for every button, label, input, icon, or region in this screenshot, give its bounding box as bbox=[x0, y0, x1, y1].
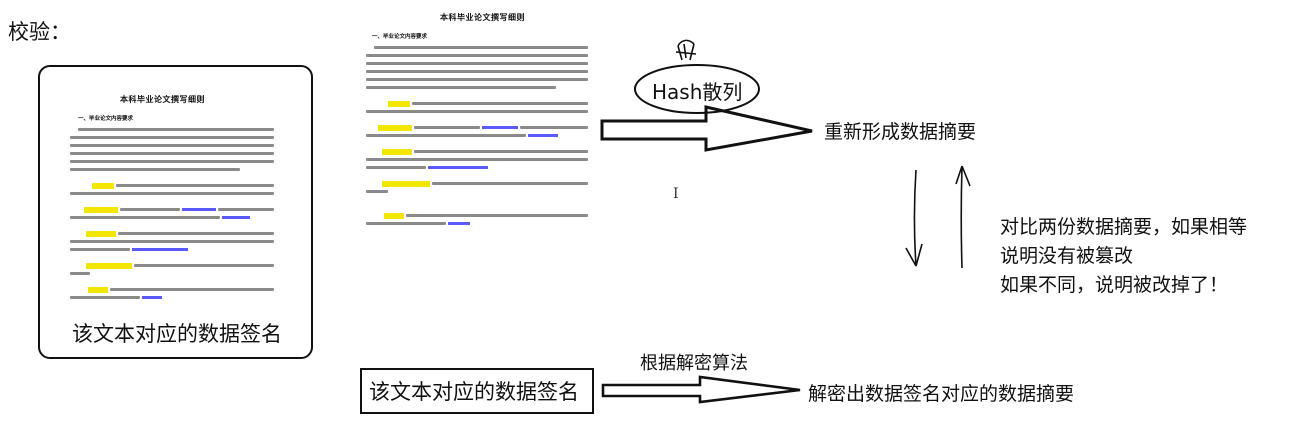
link-mark bbox=[222, 216, 250, 219]
comparison-line-1: 对比两份数据摘要，如果相等 bbox=[1000, 216, 1248, 238]
document-thumbnail-left: 本科毕业论文撰写细则 一、毕业论文内容要求 bbox=[62, 90, 292, 312]
decrypt-arrow bbox=[601, 375, 801, 404]
text-line bbox=[70, 168, 240, 171]
highlight-mark bbox=[378, 125, 412, 131]
text-line bbox=[374, 46, 588, 49]
text-line bbox=[118, 232, 274, 235]
highlight-mark bbox=[384, 213, 404, 219]
text-line bbox=[366, 70, 588, 73]
link-mark bbox=[132, 248, 188, 251]
text-line bbox=[412, 102, 588, 105]
text-line bbox=[70, 272, 90, 275]
link-mark bbox=[482, 126, 518, 129]
link-mark bbox=[528, 134, 558, 137]
text-line bbox=[366, 158, 588, 161]
text-line bbox=[366, 78, 588, 81]
compare-arrow-down bbox=[905, 169, 923, 267]
highlight-mark bbox=[382, 181, 430, 187]
regenerated-digest-label: 重新形成数据摘要 bbox=[824, 121, 977, 143]
hash-label: Hash散列 bbox=[652, 80, 743, 104]
text-line bbox=[70, 160, 274, 163]
text-cursor-icon: I bbox=[673, 186, 679, 202]
compare-arrow-up bbox=[955, 165, 971, 269]
document-thumbnail-center: 本科毕业论文撰写细则 一、毕业论文内容要求 bbox=[360, 8, 590, 230]
text-line bbox=[366, 54, 588, 57]
text-line bbox=[110, 288, 274, 291]
document-section-heading: 一、毕业论文内容要求 bbox=[372, 34, 428, 40]
signature-label: 该文本对应的数据签名 bbox=[369, 380, 579, 404]
link-mark bbox=[448, 222, 470, 225]
decrypted-digest-label: 解密出数据签名对应的数据摘要 bbox=[808, 383, 1075, 405]
text-line bbox=[78, 128, 274, 131]
text-line bbox=[70, 136, 274, 139]
highlight-mark bbox=[382, 149, 412, 155]
link-mark bbox=[142, 296, 162, 299]
text-line bbox=[366, 190, 388, 193]
text-line bbox=[520, 126, 588, 129]
text-line bbox=[70, 152, 274, 155]
link-mark bbox=[428, 166, 488, 169]
document-title: 本科毕业论文撰写细则 bbox=[440, 13, 525, 22]
signature-box bbox=[360, 368, 594, 414]
text-line bbox=[218, 208, 274, 211]
text-line bbox=[366, 134, 526, 137]
text-line bbox=[366, 166, 426, 169]
signature-caption-in-card: 该文本对应的数据签名 bbox=[72, 322, 282, 346]
text-line bbox=[366, 222, 446, 225]
text-line bbox=[406, 214, 588, 217]
text-line bbox=[432, 182, 588, 185]
text-line bbox=[70, 248, 130, 251]
text-line bbox=[70, 216, 220, 219]
text-line bbox=[366, 62, 588, 65]
highlight-mark bbox=[388, 101, 410, 107]
decrypt-caption: 根据解密算法 bbox=[640, 353, 748, 374]
text-line bbox=[70, 296, 140, 299]
comparison-line-2: 说明没有被篡改 bbox=[1000, 245, 1134, 267]
comparison-line-3: 如果不同，说明被改掉了！ bbox=[1000, 274, 1229, 296]
text-line bbox=[366, 110, 588, 113]
text-line bbox=[366, 86, 556, 89]
text-line bbox=[70, 192, 274, 195]
text-line bbox=[120, 208, 180, 211]
highlight-mark bbox=[84, 207, 118, 213]
section-heading: 校验： bbox=[8, 20, 71, 44]
emphasis-spark-icon bbox=[675, 43, 697, 61]
text-line bbox=[414, 150, 588, 153]
highlight-mark bbox=[86, 231, 116, 237]
hash-arrow bbox=[600, 105, 813, 152]
text-line bbox=[70, 240, 274, 243]
text-line bbox=[116, 184, 274, 187]
comparison-note: 对比两份数据摘要，如果相等 说明没有被篡改 如果不同，说明被改掉了！ bbox=[1000, 213, 1247, 300]
text-line bbox=[134, 264, 274, 267]
signed-document-card bbox=[38, 65, 313, 359]
document-section-heading: 一、毕业论文内容要求 bbox=[78, 116, 134, 122]
highlight-mark bbox=[86, 263, 132, 269]
hash-oval bbox=[634, 64, 760, 114]
text-line bbox=[70, 144, 274, 147]
link-mark bbox=[182, 208, 216, 211]
text-line bbox=[414, 126, 480, 129]
highlight-mark bbox=[88, 287, 108, 293]
highlight-mark bbox=[92, 183, 114, 189]
document-title: 本科毕业论文撰写细则 bbox=[120, 95, 205, 104]
